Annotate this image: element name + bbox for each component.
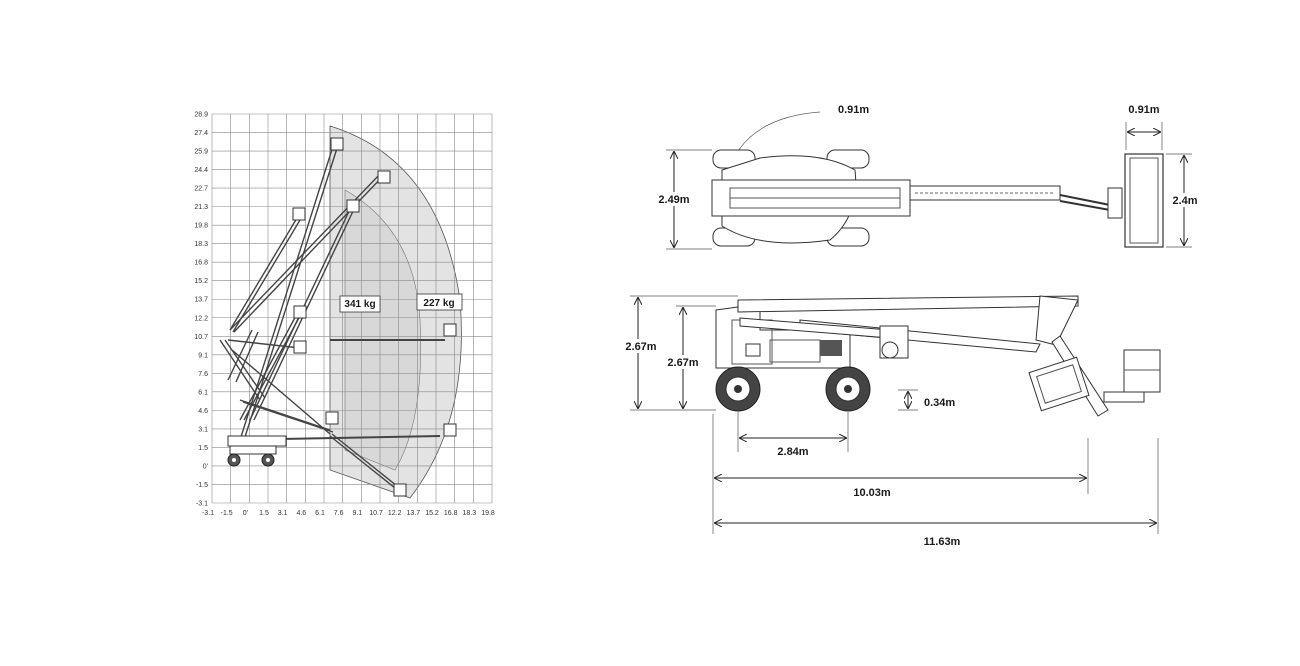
platform-icons — [292, 137, 457, 497]
x-tick-label: 1.5 — [259, 510, 269, 517]
overall-length-label: 11.63m — [924, 536, 961, 548]
y-tick-label: 6.1 — [198, 389, 208, 396]
x-tick-label: 12.2 — [388, 510, 402, 517]
y-tick-label: 1.5 — [198, 445, 208, 452]
x-tick-label: -3.1 — [202, 510, 214, 517]
x-tick-label: 13.7 — [407, 510, 421, 517]
boom-side — [737, 295, 1109, 417]
y-tick-label: 19.8 — [194, 223, 208, 230]
overall-height-label: 2.67m — [625, 341, 656, 353]
load-label-inner: 341 kg — [339, 295, 381, 313]
svg-text:341 kg: 341 kg — [344, 299, 375, 310]
y-tick-label: 4.6 — [198, 408, 208, 415]
y-tick-label: -3.1 — [196, 501, 208, 508]
y-tick-label: 27.4 — [194, 130, 208, 137]
stowed-length-label: 10.03m — [853, 487, 891, 499]
chassis-side — [715, 303, 851, 369]
machine-base — [227, 435, 287, 467]
side-view: 2.67m 2.67m 0.34m 2.84m 10.03m 11.63m — [622, 295, 1161, 548]
stowed-height-label: 2.67m — [667, 357, 698, 369]
top-view: 0.91m 2.49m 0.91m — [652, 104, 1202, 250]
load-label-outer: 227 kg — [416, 293, 463, 311]
y-tick-label: 7.6 — [198, 371, 208, 378]
x-tick-label: 3.1 — [278, 510, 288, 517]
platform-side — [1123, 349, 1161, 393]
y-tick-label: 9.1 — [198, 352, 208, 359]
y-tick-label: 22.7 — [194, 186, 208, 193]
turning-radius-label: 0.91m — [838, 104, 869, 116]
x-tick-label: 6.1 — [315, 510, 325, 517]
chassis-width-label: 2.49m — [658, 194, 689, 206]
y-tick-label: 15.2 — [194, 278, 208, 285]
x-tick-label: 10.7 — [369, 510, 383, 517]
x-tick-label: 15.2 — [425, 510, 439, 517]
y-tick-label: 3.1 — [198, 426, 208, 433]
y-tick-label: 12.2 — [194, 315, 208, 322]
y-tick-label: 10.7 — [194, 334, 208, 341]
wheels-side — [715, 366, 871, 412]
ground-clearance-label: 0.34m — [924, 397, 955, 409]
y-tick-label: 24.4 — [194, 167, 208, 174]
x-tick-label: 7.6 — [334, 510, 344, 517]
y-tick-label: -1.5 — [196, 482, 208, 489]
platform-top — [1124, 153, 1164, 248]
platform-width-label: 2.4m — [1172, 195, 1197, 207]
x-axis-ticks: -3.1 -1.5 0' 1.5 3.1 4.6 6.1 7.6 9.1 10.7 12.2 13.7… — [202, 510, 495, 517]
y-tick-label: 25.9 — [194, 149, 208, 156]
y-tick-label: 28.9 — [194, 112, 208, 119]
inner-working-envelope — [344, 189, 422, 471]
x-tick-label: 9.1 — [352, 510, 362, 517]
x-tick-label: 19.8 — [481, 510, 495, 517]
y-tick-label: 18.3 — [194, 241, 208, 248]
y-tick-label: 0' — [203, 463, 208, 470]
svg-text:227 kg: 227 kg — [423, 298, 454, 309]
platform-side-folded — [1028, 356, 1090, 412]
x-tick-label: 4.6 — [296, 510, 306, 517]
x-tick-label: 18.3 — [463, 510, 477, 517]
y-tick-label: 21.3 — [194, 204, 208, 211]
y-tick-label: 16.8 — [194, 260, 208, 267]
y-tick-label: 13.7 — [194, 297, 208, 304]
x-tick-label: 0' — [243, 510, 248, 517]
wheelbase-label: 2.84m — [777, 446, 808, 458]
platform-depth-label: 0.91m — [1128, 104, 1159, 116]
x-tick-label: 16.8 — [444, 510, 458, 517]
y-axis-ticks: 28.9 27.4 25.9 24.4 22.7 21.3 19.8 18.3 16.8 15.2… — [194, 112, 208, 508]
reach-chart: 28.9 27.4 25.9 24.4 22.7 21.3 19.8 18.3 16.8 15.2… — [194, 112, 495, 518]
x-tick-label: -1.5 — [221, 510, 233, 517]
